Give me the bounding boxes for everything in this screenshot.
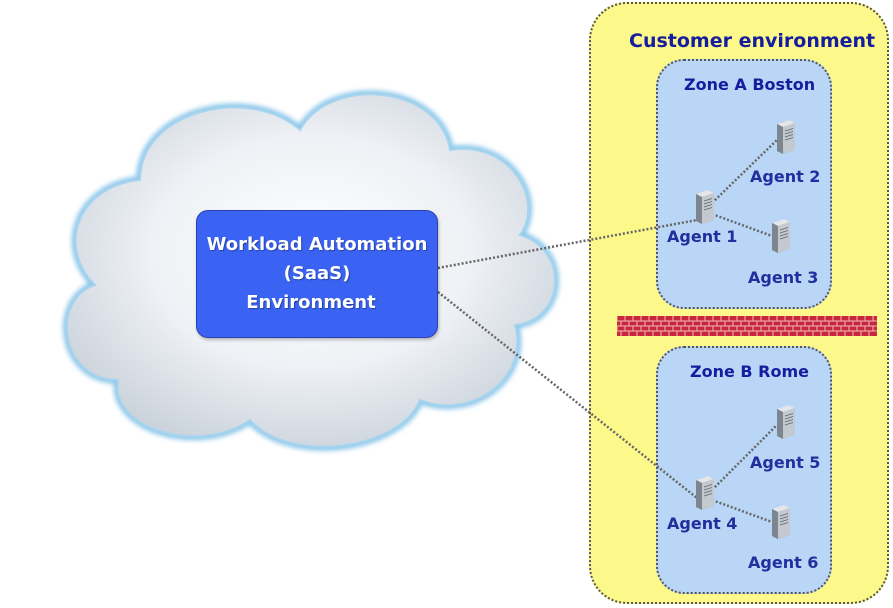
link-agent-4-agent-6	[711, 498, 773, 524]
server-icon	[776, 120, 796, 154]
zone-a-title: Zone A Boston	[684, 75, 816, 94]
link-agent-4-agent-5	[711, 424, 778, 491]
link-agent-1-agent-3	[711, 212, 773, 238]
agent-2-label: Agent 2	[750, 167, 821, 186]
zone-b-title: Zone B Rome	[690, 362, 810, 381]
customer-environment-title: Customer environment	[629, 30, 876, 52]
agent-5-label: Agent 5	[750, 453, 821, 472]
agent-6-label: Agent 6	[748, 553, 819, 572]
link-saas-agent-4	[437, 291, 698, 499]
saas-label-line-3: Environment	[246, 292, 376, 313]
server-icon	[776, 405, 796, 439]
agent-4-label: Agent 4	[667, 514, 738, 533]
firewall-icon	[617, 316, 877, 336]
server-icon	[771, 219, 791, 253]
server-icon	[771, 505, 791, 539]
agent-3-label: Agent 3	[748, 268, 819, 287]
link-agent-1-agent-2	[711, 139, 778, 204]
zone-a-container	[656, 59, 832, 309]
agent-1-label: Agent 1	[667, 227, 738, 246]
saas-label-line-1: Workload Automation	[206, 234, 428, 255]
zone-b-container	[656, 346, 832, 594]
server-icon	[695, 190, 715, 224]
saas-label-line-2: (SaaS)	[283, 263, 351, 284]
link-saas-agent-1	[437, 218, 698, 270]
server-icon	[695, 476, 715, 510]
saas-environment-box	[196, 210, 438, 338]
